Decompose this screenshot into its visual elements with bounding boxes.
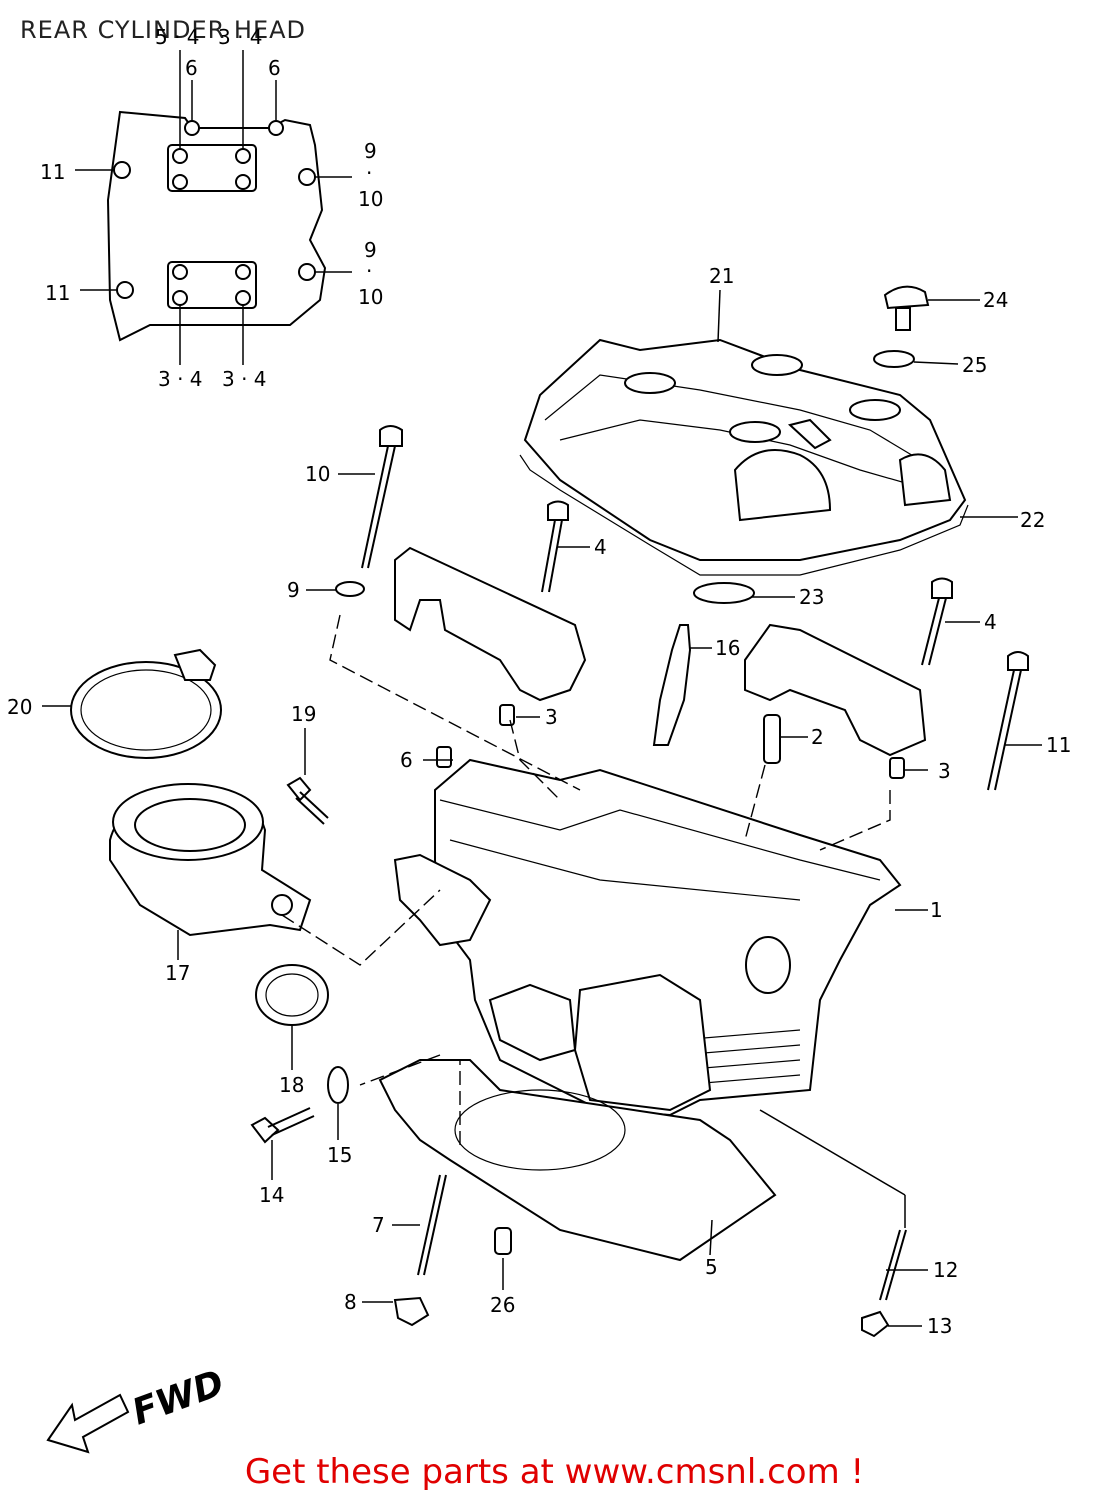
diagram-title: REAR CYLINDER HEAD bbox=[20, 16, 307, 44]
inset-label-right-dot-a: · bbox=[366, 161, 372, 185]
alignment-dashes bbox=[281, 614, 891, 1145]
intake-pipe-part bbox=[109, 783, 312, 937]
inset-label-top-6b: 6 bbox=[268, 56, 281, 80]
callout-25: 25 bbox=[962, 353, 987, 377]
callout-10: 10 bbox=[305, 462, 330, 486]
callout-23: 23 bbox=[799, 585, 824, 609]
clamp-ring-part bbox=[70, 648, 222, 759]
callout-17: 17 bbox=[165, 961, 190, 985]
callout-9: 9 bbox=[287, 578, 300, 602]
bolt-pattern-inset bbox=[75, 50, 352, 365]
callout-24: 24 bbox=[983, 288, 1008, 312]
stud-7 bbox=[417, 1174, 447, 1276]
washer-part bbox=[873, 350, 915, 368]
bolt-19 bbox=[286, 776, 329, 825]
gasket-ring-part bbox=[693, 582, 755, 604]
inset-label-right-10a: 10 bbox=[358, 187, 383, 211]
callout-2: 2 bbox=[811, 725, 824, 749]
callout-4-left: 4 bbox=[594, 535, 607, 559]
callout-5: 5 bbox=[705, 1255, 718, 1279]
tube-2 bbox=[763, 714, 781, 764]
callout-21: 21 bbox=[709, 264, 734, 288]
callout-4-right: 4 bbox=[984, 610, 997, 634]
inset-label-bottom-left: 3 · 4 bbox=[158, 367, 203, 391]
callout-18: 18 bbox=[279, 1073, 304, 1097]
long-bolt-11 bbox=[987, 651, 1029, 791]
inset-label-top-6a: 6 bbox=[185, 56, 198, 80]
camshaft-holder-left bbox=[394, 546, 587, 702]
callout-8: 8 bbox=[344, 1290, 357, 1314]
camshaft-holder-right bbox=[744, 623, 927, 757]
bolt-4-right bbox=[921, 577, 953, 666]
callout-20: 20 bbox=[7, 695, 32, 719]
inset-label-top-right: 3 · 4 bbox=[218, 25, 263, 49]
footer-link[interactable]: Get these parts at www.cmsnl.com ! bbox=[244, 1452, 865, 1492]
dowel-26 bbox=[494, 1227, 512, 1255]
dowel-3-right bbox=[889, 757, 905, 779]
forward-arrow-icon bbox=[46, 1393, 130, 1454]
cylinder-head-part bbox=[393, 758, 902, 1117]
head-gasket-part bbox=[378, 1059, 777, 1262]
callout-19: 19 bbox=[291, 702, 316, 726]
callout-14: 14 bbox=[259, 1183, 284, 1207]
inset-label-top-left: 5 · 4 bbox=[155, 25, 200, 49]
fwd-label: FWD bbox=[127, 1363, 230, 1434]
washer-15 bbox=[327, 1066, 349, 1104]
callout-11: 11 bbox=[1046, 733, 1071, 757]
callout-6: 6 bbox=[400, 748, 413, 772]
callout-3-left: 3 bbox=[545, 705, 558, 729]
callout-1: 1 bbox=[930, 898, 943, 922]
stud-12 bbox=[879, 1229, 907, 1301]
nut-13 bbox=[861, 1310, 890, 1338]
dowel-3-left bbox=[499, 704, 515, 726]
inset-label-right-9b: 9 bbox=[364, 238, 377, 262]
spark-plug-part bbox=[652, 624, 692, 746]
inset-label-left-11a: 11 bbox=[40, 160, 65, 184]
bolt-4-left bbox=[541, 500, 569, 593]
washer-9 bbox=[335, 581, 365, 597]
leader-lines bbox=[42, 289, 1042, 1327]
callout-22: 22 bbox=[1020, 508, 1045, 532]
bolt-14 bbox=[250, 1107, 315, 1144]
inset-label-left-11b: 11 bbox=[45, 281, 70, 305]
callout-26: 26 bbox=[490, 1293, 515, 1317]
cap-bolt-part bbox=[883, 285, 930, 331]
callout-16: 16 bbox=[715, 636, 740, 660]
head-cover-part bbox=[523, 338, 967, 561]
long-bolt-10 bbox=[361, 425, 403, 569]
callout-13: 13 bbox=[927, 1314, 952, 1338]
inset-label-right-dot-b: · bbox=[366, 259, 372, 283]
dowel-6 bbox=[436, 746, 452, 768]
head-cover-gasket bbox=[519, 454, 969, 576]
callout-7: 7 bbox=[372, 1213, 385, 1237]
inset-label-bottom-right: 3 · 4 bbox=[222, 367, 267, 391]
nut-8 bbox=[393, 1296, 430, 1327]
callout-15: 15 bbox=[327, 1143, 352, 1167]
callout-3-right: 3 bbox=[938, 759, 951, 783]
inset-label-right-10b: 10 bbox=[358, 285, 383, 309]
inset-label-right-9a: 9 bbox=[364, 139, 377, 163]
callout-12: 12 bbox=[933, 1258, 958, 1282]
